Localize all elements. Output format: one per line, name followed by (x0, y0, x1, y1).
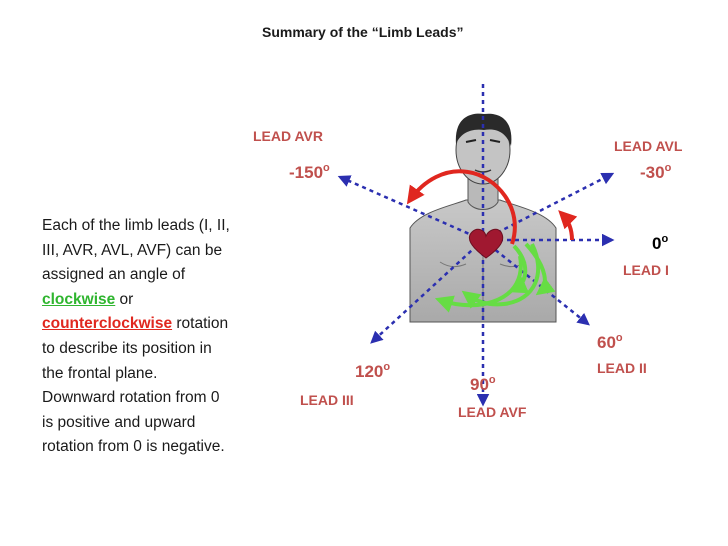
lead-iii-label: LEAD III (300, 392, 354, 408)
angle-avl-value: -30 (640, 163, 665, 182)
eyebrows (465, 139, 501, 143)
angle-avl: -30o (640, 162, 672, 182)
counterclockwise-arrow-small (558, 210, 578, 241)
angle-lead-ii-degree: o (616, 332, 623, 344)
clockwise-arrow-middle (461, 243, 541, 309)
clockwise-arrow-wide (434, 255, 523, 313)
angle-lead-ii-value: 60 (597, 333, 616, 352)
clockwise-arrow-outer (524, 242, 556, 296)
torso-illustration (409, 113, 557, 323)
page-title: Summary of the “Limb Leads” (262, 24, 464, 40)
angle-lead-iii: 120o (355, 361, 390, 381)
angle-lead-iii-degree: o (383, 361, 390, 373)
counterclockwise-arrow-large (406, 169, 517, 245)
angle-avr-value: -150 (289, 163, 323, 182)
description-or: or (115, 290, 134, 308)
angle-lead-i-degree: o (661, 233, 668, 245)
clockwise-arrow-inner (509, 244, 530, 294)
angle-avf: 90o (470, 374, 496, 394)
angle-avf-value: 90 (470, 375, 489, 394)
description-part1: Each of the limb leads (I, II, III, AVR,… (42, 217, 230, 284)
heart-icon (468, 228, 504, 259)
angle-lead-ii: 60o (597, 332, 623, 352)
lead-avl-label: LEAD AVL (614, 138, 683, 154)
clockwise-term: clockwise (42, 290, 116, 308)
hair (455, 113, 512, 146)
counterclockwise-term: counterclockwise (42, 315, 173, 333)
axis-avr (337, 175, 484, 242)
lead-avr-label: LEAD AVR (253, 128, 323, 144)
lead-avf-label: LEAD AVF (458, 404, 527, 420)
angle-lead-i: 0o (652, 233, 668, 253)
lead-i-label: LEAD I (623, 262, 669, 278)
angle-avf-degree: o (489, 374, 496, 386)
description-part2: rotation to describe its position in the… (42, 315, 229, 456)
axis-avl (482, 172, 615, 242)
lead-ii-label: LEAD II (597, 360, 647, 376)
angle-lead-i-value: 0 (652, 234, 661, 253)
angle-avr: -150o (289, 162, 330, 182)
axis-lead-iii (370, 239, 484, 344)
angle-avr-degree: o (323, 162, 330, 174)
angle-avl-degree: o (665, 162, 672, 174)
description-text: Each of the limb leads (I, II, III, AVR,… (42, 214, 232, 460)
angle-lead-iii-value: 120 (355, 362, 383, 381)
